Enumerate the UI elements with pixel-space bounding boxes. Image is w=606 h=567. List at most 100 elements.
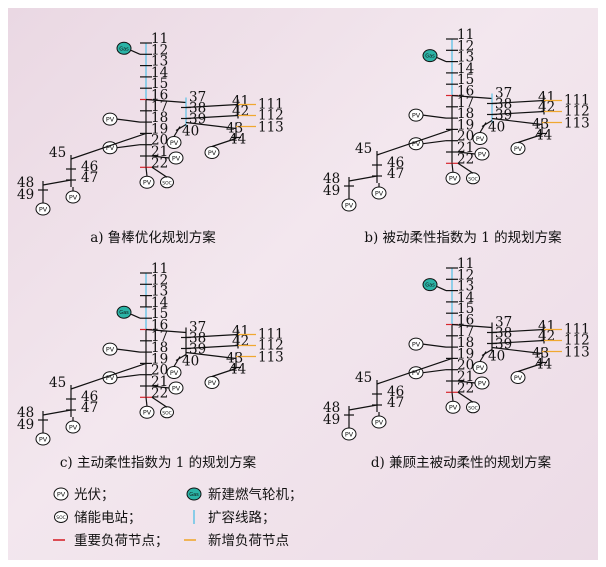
node-label-22: 22 [151,155,168,171]
node-label-48: 48 [323,171,340,187]
storage-connector [457,391,474,403]
storage-connector [457,162,474,174]
node-label-16: 16 [151,88,168,104]
branch-38-41 [185,333,239,339]
pv-connector [116,348,141,353]
pv-text: PV [57,490,66,498]
pv-connector [479,351,487,362]
pv-circle [35,432,51,446]
storage-icon: SOC [160,176,174,189]
pv-icon: PV [102,342,118,356]
node-label-37: 37 [495,86,512,102]
node-label-46: 46 [387,384,404,400]
storage-connector [151,396,168,408]
pv-text: PV [476,135,485,143]
node-label-41: 41 [232,324,249,340]
node-label-40: 40 [488,120,505,136]
pv-icon: PV [445,400,461,414]
node-label-47: 47 [387,166,404,182]
node-label-11: 11 [457,256,474,272]
node-label-45: 45 [49,375,66,391]
node-label-11: 11 [151,31,168,47]
storage-text: SOC [468,405,478,411]
node-label-111: 111 [564,322,590,338]
pv-connector [457,151,476,155]
node-label-22: 22 [457,380,474,396]
pv-text: PV [375,418,384,426]
pv-connector [151,385,170,389]
branch-39-42 [185,114,239,120]
pv-icon: PV [510,142,526,155]
node-label-20: 20 [151,363,168,379]
node-label-111: 111 [564,93,590,109]
gas-turbine-icon: Gas [422,278,438,292]
node-label-112: 112 [564,333,590,349]
pv-connector [422,114,447,119]
branch-19-45 [70,132,147,160]
node-label-14: 14 [457,290,474,306]
node-label-113: 113 [564,116,590,132]
pv-icon: PV [474,376,490,390]
gas-text: Gas [119,310,129,316]
pv-connector [211,367,237,378]
node-label-38: 38 [189,101,206,117]
node-label-45: 45 [355,370,372,386]
pv-text: PV [375,189,384,197]
pv-icon: PV [371,186,387,200]
node-label-48: 48 [17,175,34,191]
pv-connector [173,126,181,137]
legend-gas-label: 新建燃气轮机； [208,486,303,503]
pv-icon: PV [166,136,182,149]
pv-icon: PV [510,371,526,384]
pv-connector [457,380,476,384]
branch-39-43 [491,346,543,355]
node-label-19: 19 [457,117,474,133]
node-label-47: 47 [81,170,98,186]
pv-icon: PV [139,405,155,419]
pv-text: PV [172,384,181,392]
pv-text: PV [172,154,181,162]
node-label-16: 16 [151,318,168,334]
pv-icon: PV [472,361,488,374]
node-label-38: 38 [495,97,512,113]
gas-circle [186,487,202,501]
pv-icon: PV [139,175,155,189]
node-label-42: 42 [232,104,249,120]
legend-storage-label: 储能电站； [74,510,142,526]
pv-text: PV [170,139,179,147]
pv-text: PV [345,201,354,209]
pv-circle [341,427,357,441]
node-label-112: 112 [258,338,284,354]
storage-text: SOC [468,176,478,182]
gas-text: Gas [189,492,199,498]
pv-icon: PV [168,151,184,165]
node-label-14: 14 [151,295,168,311]
node-label-42: 42 [538,329,555,345]
node-label-38: 38 [189,331,206,347]
node-label-46: 46 [81,389,98,405]
pv-connector [517,362,543,373]
node-label-15: 15 [457,72,474,88]
node-label-14: 14 [151,65,168,81]
node-label-18: 18 [151,110,168,126]
node-label-49: 49 [17,417,34,433]
legend-important-label: 重要负荷节点； [74,533,169,549]
pv-text: PV [476,364,485,372]
storage-icon: SOC [160,406,174,419]
node-label-43: 43 [532,346,549,362]
pv-circle [53,487,69,501]
node-label-22: 22 [151,385,168,401]
node-label-20: 20 [457,129,474,145]
node-label-46: 46 [81,159,98,175]
pv-icon: PV [472,132,488,145]
pv-text: PV [478,379,487,387]
pv-text: PV [39,205,48,213]
pv-connector [451,392,454,402]
gas-circle [116,41,132,55]
node-label-15: 15 [151,306,168,322]
pv-text: PV [412,341,421,349]
node-label-47: 47 [387,395,404,411]
pv-text: PV [412,369,421,377]
pv-icon: PV [371,415,387,429]
